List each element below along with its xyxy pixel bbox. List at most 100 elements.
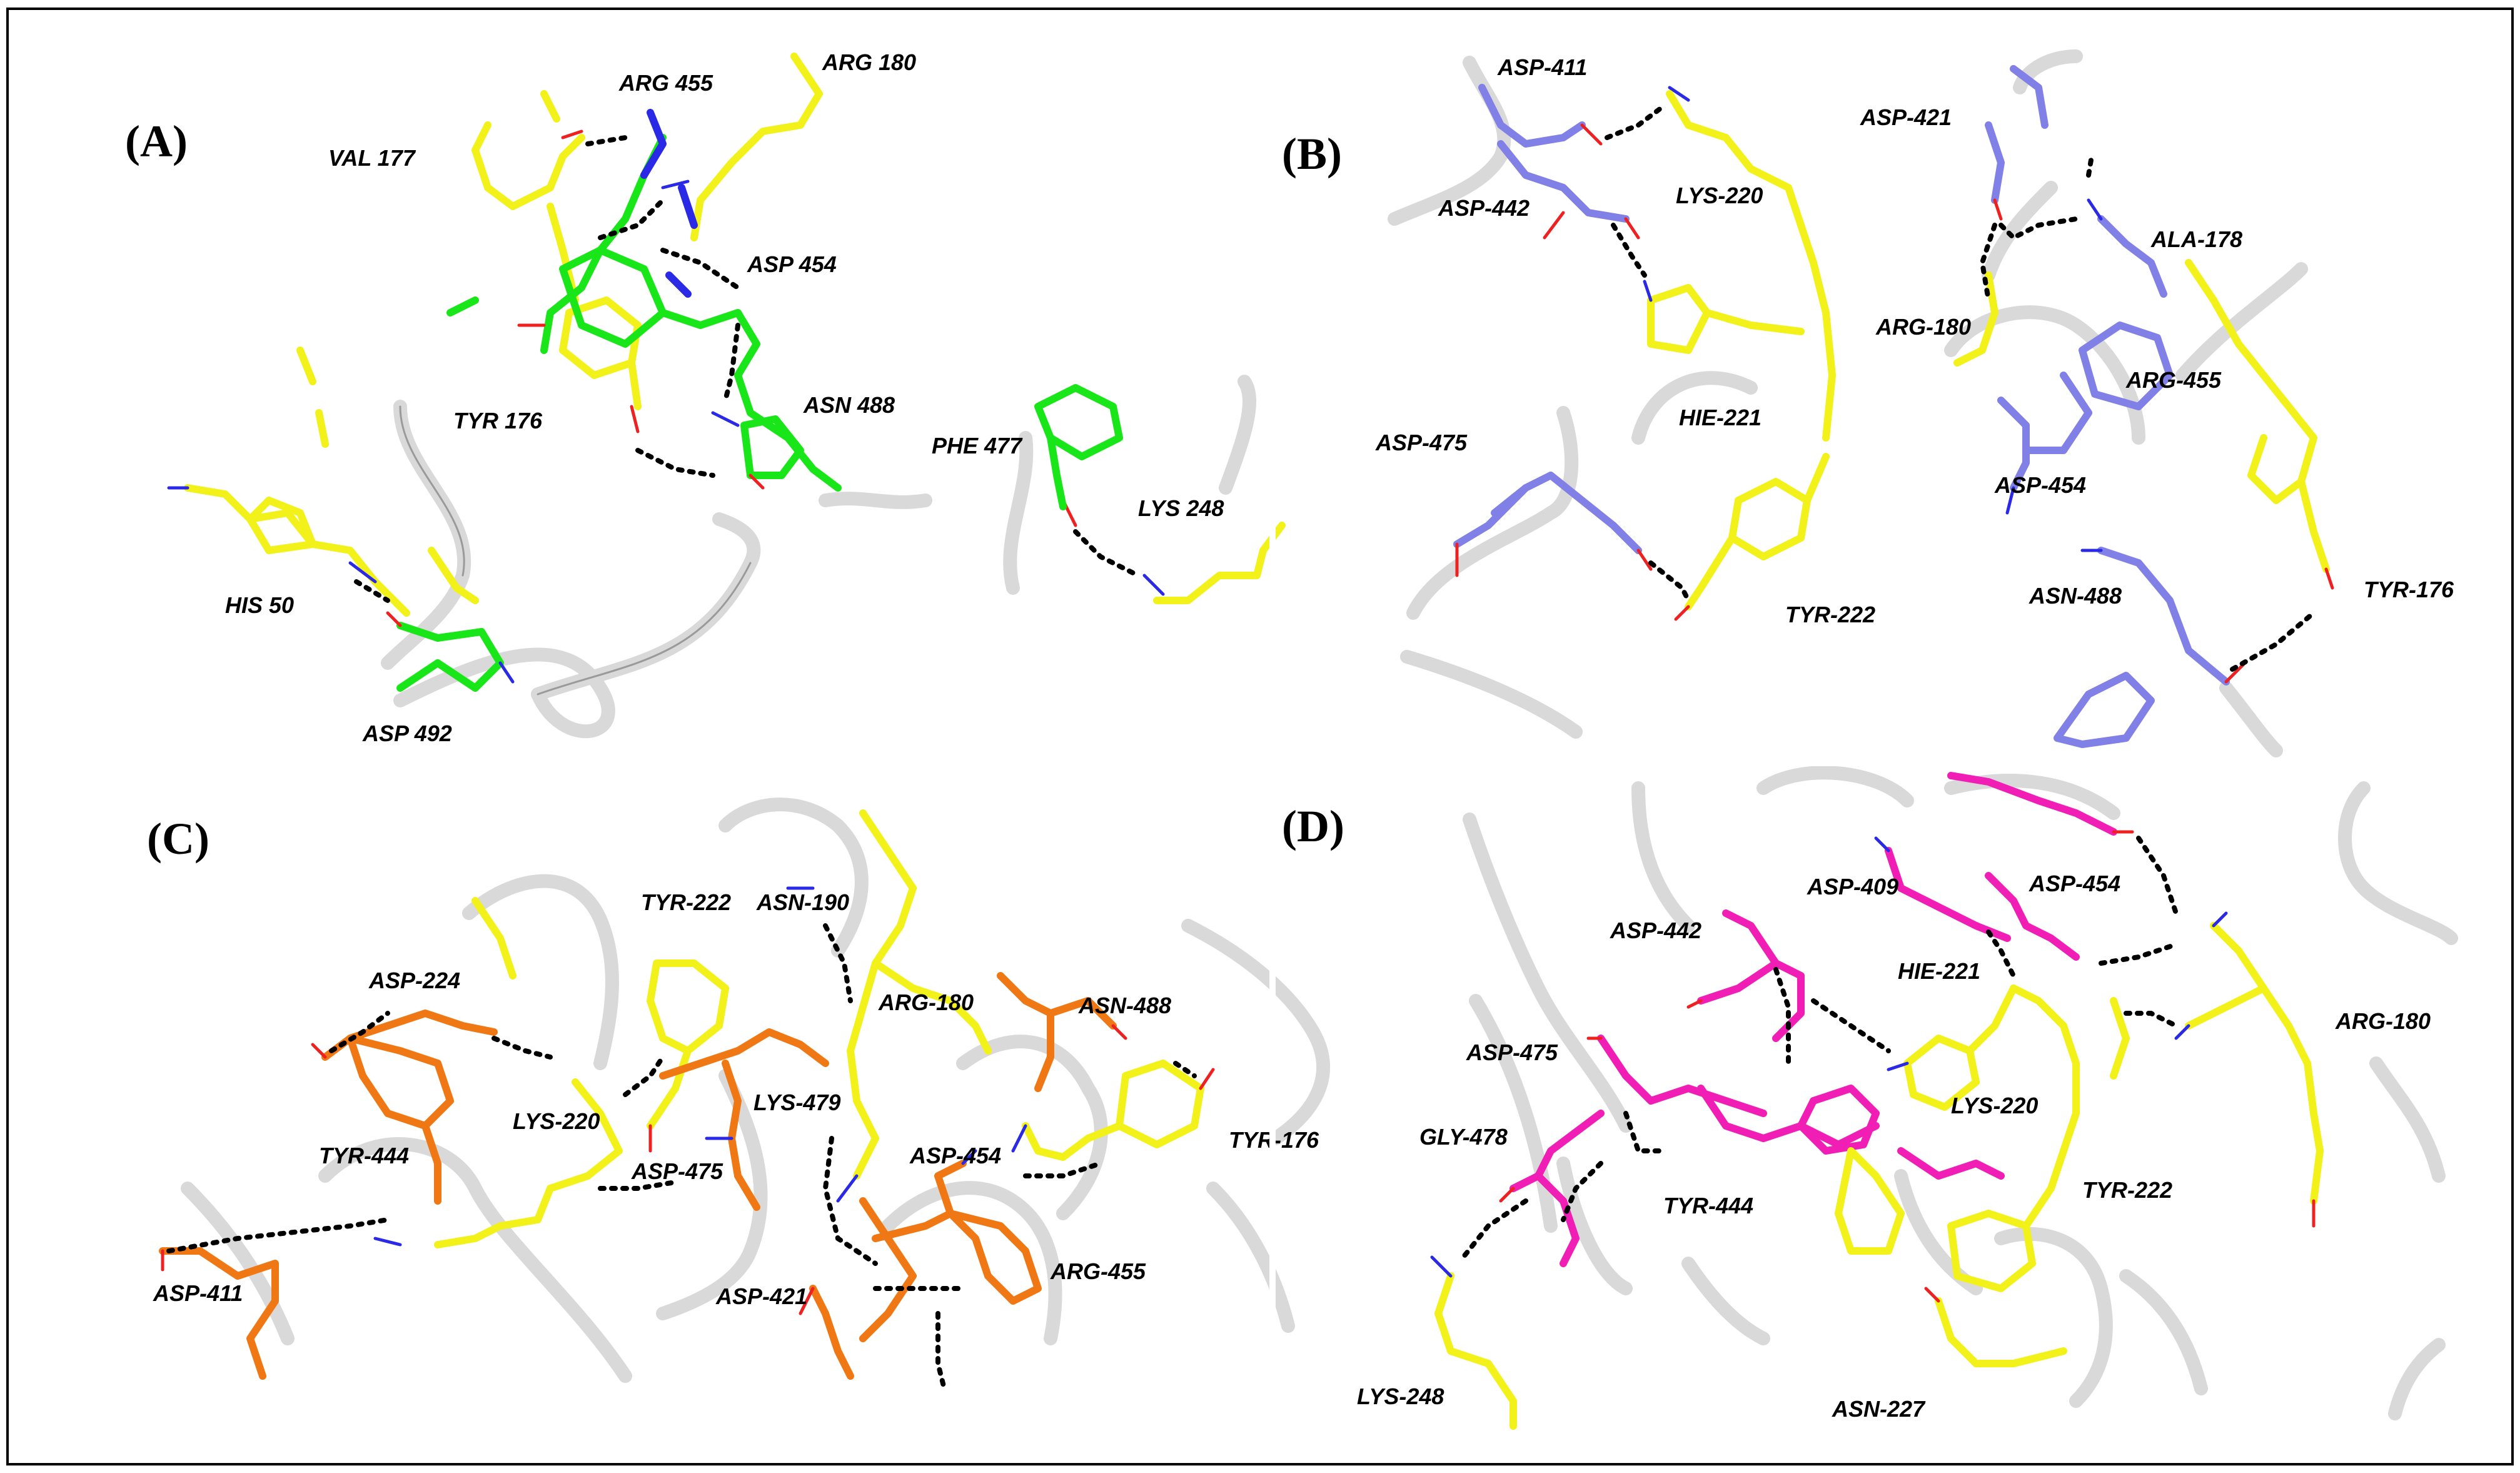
- a-frag1: [296, 347, 316, 385]
- panel-d-ribbons: [1463, 766, 2458, 1420]
- d-label-lys220: LYS-220: [1951, 1093, 2038, 1118]
- b-label-hie221: HIE-221: [1679, 405, 1761, 430]
- b-label-asp475: ASP-475: [1375, 430, 1468, 455]
- c-label-asp421: ASP-421: [715, 1283, 807, 1309]
- panel-b-letter: (B): [1282, 129, 1342, 179]
- panel-c-hbonds: [166, 923, 1197, 1391]
- c-label-tyr444: TYR-444: [319, 1143, 409, 1168]
- c-label-asp224: ASP-224: [368, 968, 460, 993]
- d-gly478: [1509, 1172, 1580, 1267]
- d-label-tyr444: TYR-444: [1663, 1193, 1753, 1218]
- d-hie221: [1903, 985, 2017, 1111]
- c-asp454: [859, 1197, 917, 1342]
- d-asn227: [1935, 1297, 2067, 1367]
- d-asp442: [1722, 909, 1805, 1042]
- panel-gaps: [13, 13, 2507, 1457]
- b-arg180: [1953, 271, 1998, 367]
- b-lys220: [1666, 90, 1836, 442]
- panel-a-partner-residues: [167, 53, 1286, 617]
- panel-c-letter: (C): [147, 814, 209, 864]
- b-arg455-ring: [2079, 321, 2174, 410]
- c-tyr176-tail: [1022, 1122, 1067, 1161]
- c-label-asp475: ASP-475: [631, 1158, 723, 1184]
- a-ligand-asn488: [740, 415, 804, 479]
- panel-d: (D) ASP-409 ASP-454 ASP-442 HIE-221 ARG-…: [1282, 766, 2458, 1430]
- a-helix-yellow: [428, 547, 479, 604]
- b-asp475-b: [1453, 484, 1530, 548]
- c-arg180-b: [872, 959, 992, 1055]
- d-tyr444-ring: [1797, 1085, 1880, 1155]
- a-label-arg180: ARG 180: [822, 49, 916, 75]
- a-label-val177: VAL 177: [328, 145, 416, 171]
- panel-a-arg-blue: [640, 109, 698, 298]
- b-label-asp421: ASP-421: [1860, 104, 1952, 130]
- a-label-asn488: ASN 488: [803, 392, 895, 418]
- c-tyr222: [647, 959, 729, 1130]
- a-frag2: [315, 409, 329, 448]
- b-asn488: [2097, 547, 2230, 686]
- b-label-arg180: ARG-180: [1875, 314, 1971, 340]
- panel-b-ligand: [1453, 65, 2247, 748]
- c-asn488-b: [1034, 1010, 1054, 1092]
- a-label-arg455: ARG 455: [618, 70, 713, 96]
- a-arg180: [690, 53, 823, 241]
- c-label-tyr222: TYR-222: [641, 889, 731, 915]
- c-label-asp454: ASP-454: [909, 1143, 1001, 1168]
- panel-c: (C) TYR-222 ASN-190 ASP-224 ARG-180 ASN-…: [147, 797, 1331, 1391]
- a-ligand-frag: [446, 296, 479, 316]
- b-hie221: [1647, 284, 1805, 354]
- panel-c-ligand: [159, 972, 1127, 1380]
- b-asp442: [1497, 140, 1630, 223]
- b-asp421: [1985, 121, 2005, 204]
- b-label-asp411: ASP-411: [1497, 54, 1587, 80]
- c-lys220: [434, 1078, 623, 1248]
- panel-b: (B) ASP-411 ASP-421 ASP-442 LYS-220 ALA-…: [1282, 49, 2454, 757]
- d-label-gly478: GLY-478: [1419, 1124, 1508, 1150]
- b-tyr176-oh: [2297, 478, 2330, 573]
- d-tyr222: [1947, 1147, 2067, 1292]
- d-label-asp409: ASP-409: [1807, 874, 1898, 899]
- d-label-arg180: ARG-180: [2335, 1008, 2431, 1034]
- c-helix-yellow: [471, 897, 517, 979]
- d-tyr444: [1697, 1085, 1880, 1148]
- d-asp442-b: [1697, 959, 1780, 1005]
- c-label-asn488: ASN-488: [1078, 993, 1171, 1018]
- a-label-his50: HIS 50: [225, 592, 294, 618]
- d-asp409: [1885, 847, 2011, 942]
- c-asp421: [809, 1285, 854, 1380]
- panel-d-ligand: [1499, 772, 2134, 1267]
- d-label-asn227: ASN-227: [1832, 1396, 1926, 1422]
- d-label-lys248: LYS-248: [1357, 1384, 1444, 1409]
- d-arg180: [2210, 922, 2324, 1205]
- a-label-lys248: LYS 248: [1138, 495, 1224, 521]
- a-ligand-phe477: [1034, 384, 1123, 510]
- d-label-asp442: ASP-442: [1610, 918, 1701, 943]
- b-label-arg455: ARG-455: [2125, 367, 2222, 393]
- c-label-asn190: ASN-190: [756, 889, 849, 915]
- panel-d-letter: (D): [1282, 801, 1344, 851]
- c-label-lys220: LYS-220: [513, 1108, 600, 1134]
- d-label-hie221: HIE-221: [1898, 958, 1980, 984]
- d-inner: [1897, 1147, 2005, 1180]
- panel-a: (A) ARG 455 ARG 180 VAL 177 ASP 454 ASN …: [125, 49, 1286, 746]
- c-label-asp411: ASP-411: [153, 1280, 243, 1306]
- a-frag3: [540, 90, 560, 123]
- b-asp421-top: [2010, 65, 2049, 129]
- panel-c-ribbons: [181, 797, 1331, 1383]
- a-ligand-ring2: [659, 309, 760, 379]
- c-chain: [659, 1028, 829, 1080]
- c-label-arg180: ARG-180: [878, 990, 974, 1015]
- d-label-asp454: ASP-454: [2029, 871, 2120, 896]
- b-label-asp442: ASP-442: [1438, 195, 1530, 221]
- panel-a-letter: (A): [125, 116, 188, 166]
- b-asp411: [1478, 84, 1586, 148]
- b-ala178: [2097, 215, 2167, 298]
- d-lys220: [2010, 985, 2080, 1155]
- b-arg455-ring2: [2022, 372, 2092, 454]
- c-label-lys479: LYS-479: [753, 1090, 840, 1115]
- d-lys248: [1434, 1272, 1517, 1430]
- b-label-asn488: ASN-488: [2029, 583, 2122, 609]
- c-arg180: [847, 809, 917, 1180]
- d-label-asp475: ASP-475: [1466, 1040, 1558, 1065]
